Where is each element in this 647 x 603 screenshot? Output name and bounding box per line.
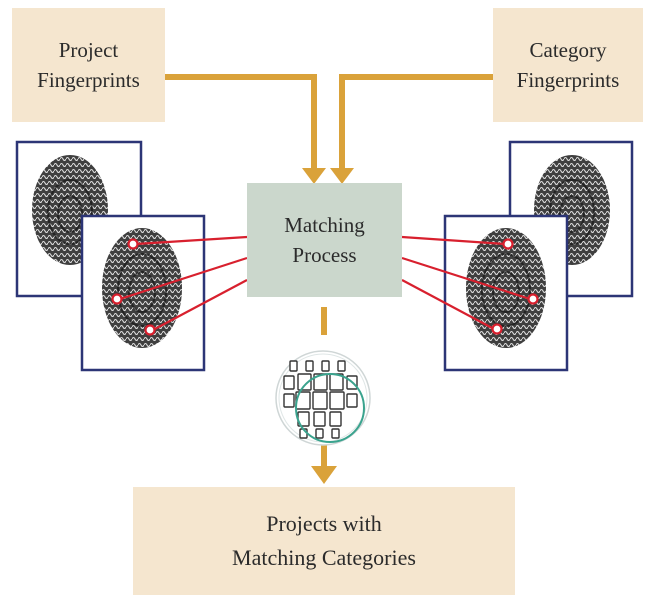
- document-cluster-icon: [275, 350, 371, 446]
- arrowhead-category: [330, 168, 354, 184]
- left-minutiae-points: [111, 238, 156, 336]
- project-fingerprints-label-line2: Fingerprints: [37, 68, 140, 92]
- arrowhead-project: [302, 168, 326, 184]
- results-box: Projects with Matching Categories: [133, 487, 515, 595]
- arrow-project-to-matching: [165, 74, 317, 172]
- matching-process-box: Matching Process: [247, 183, 402, 297]
- matching-process-label-line2: Process: [292, 243, 357, 267]
- category-fingerprints-box: Category Fingerprints: [493, 8, 643, 122]
- results-label-line2: Matching Categories: [232, 545, 416, 570]
- category-fingerprints-label-line2: Fingerprints: [516, 68, 620, 92]
- left-fingerprint-front: [80, 214, 206, 372]
- arrow-category-to-matching: [339, 74, 493, 172]
- arrowhead-results: [311, 466, 337, 484]
- left-match-lines: [119, 235, 248, 331]
- fingerprint-icon: [102, 228, 182, 348]
- category-fingerprints-label-line1: Category: [529, 38, 607, 62]
- results-label-line1: Projects with: [266, 511, 382, 536]
- right-match-lines: [401, 235, 531, 330]
- right-minutiae-points: [491, 238, 539, 335]
- project-fingerprints-label-line1: Project: [58, 38, 119, 62]
- project-fingerprints-box: Project Fingerprints: [12, 8, 165, 122]
- matching-process-label-line1: Matching: [284, 213, 365, 237]
- fingerprint-icon: [466, 228, 546, 348]
